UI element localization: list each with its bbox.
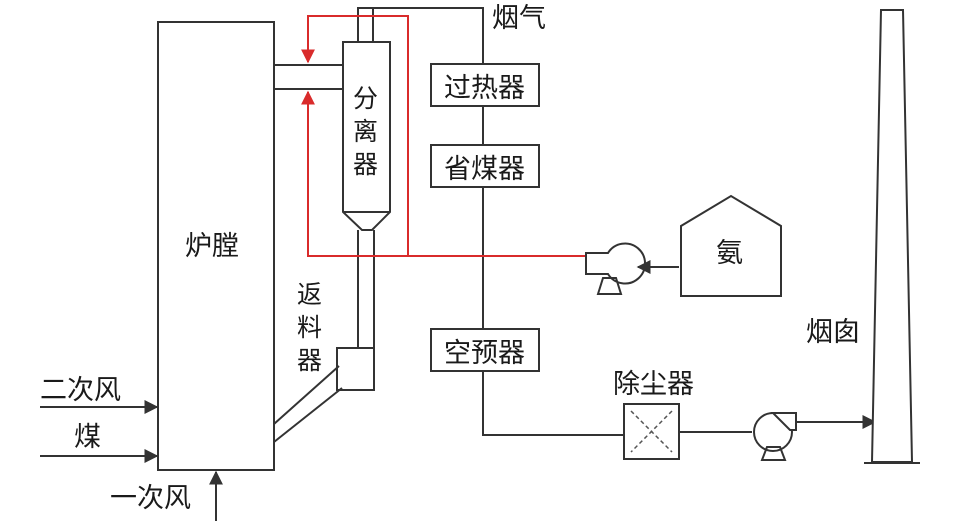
return-feeder-box xyxy=(336,347,375,391)
dust-collector-filter-icon xyxy=(630,410,673,453)
air-preheater-label: 空预器 xyxy=(444,338,525,369)
separator-label-3: 器 xyxy=(353,150,378,179)
economizer-box xyxy=(430,144,540,188)
ammonia-label: 氨 xyxy=(716,238,743,269)
ammonia-line-lower xyxy=(301,90,586,257)
superheater-label: 过热器 xyxy=(444,73,525,104)
ammonia-tank-icon xyxy=(680,194,782,297)
separator-label-2: 离 xyxy=(353,117,378,146)
induced-draft-fan-icon xyxy=(753,412,797,461)
coal-label: 煤 xyxy=(74,422,101,453)
return-leg-lower xyxy=(273,387,343,443)
furnace-box xyxy=(157,21,275,471)
return-feeder-label-1: 返 xyxy=(297,280,322,309)
primary-air-label: 一次风 xyxy=(110,483,191,514)
return-feeder-label-3: 器 xyxy=(297,346,322,375)
furnace-label: 炉膛 xyxy=(185,231,239,262)
separator-gas-outlet xyxy=(357,7,374,43)
superheater-box xyxy=(430,63,540,107)
secondary-air-label: 二次风 xyxy=(40,375,121,406)
air-preheater-box xyxy=(430,328,540,372)
ammonia-fan-icon xyxy=(585,242,647,295)
return-feeder-label-2: 料 xyxy=(297,313,322,342)
return-leg-upper xyxy=(273,365,340,425)
economizer-label: 省煤器 xyxy=(444,154,525,185)
chimney-icon xyxy=(870,9,914,463)
chimney-label: 烟囱 xyxy=(806,317,860,348)
dust-collector-label: 除尘器 xyxy=(613,369,694,400)
flue-gas-line xyxy=(373,7,624,436)
separator-label-1: 分 xyxy=(353,84,378,113)
ammonia-line-upper xyxy=(301,15,409,256)
flue-gas-label: 烟气 xyxy=(492,3,546,34)
